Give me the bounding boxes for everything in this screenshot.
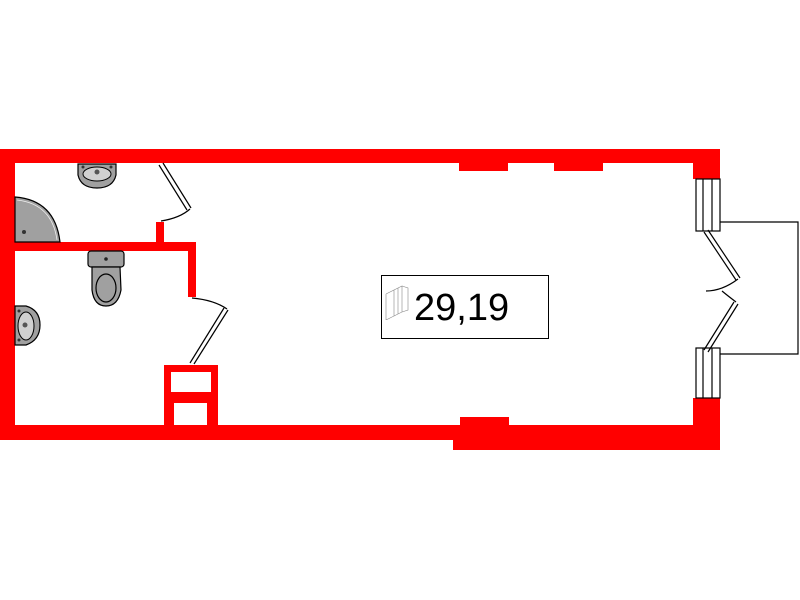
- door-upper-bathroom[interactable]: [158, 162, 192, 222]
- toilet-icon: [87, 250, 125, 307]
- entrance-door[interactable]: [703, 229, 741, 353]
- partition-openings: [171, 372, 211, 425]
- entrance-frame-upper: [695, 178, 721, 232]
- area-value: 29,19: [414, 287, 510, 329]
- door-lower-bathroom[interactable]: [189, 297, 229, 365]
- room-doors-icon: [385, 285, 409, 320]
- entrance-vestibule: [720, 221, 799, 355]
- washbasin-lower-icon: [14, 305, 41, 346]
- washbasin-upper-icon: [77, 163, 117, 189]
- area-label-box: 29,19: [381, 275, 549, 339]
- walls: [0, 149, 720, 450]
- shower-icon: [14, 196, 61, 243]
- entrance-frame-lower: [695, 347, 721, 399]
